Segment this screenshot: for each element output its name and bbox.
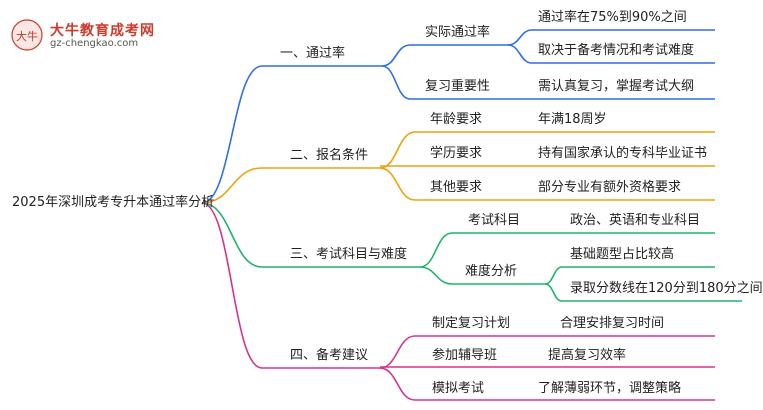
connector-root-branch-1 (201, 65, 263, 204)
branch-1-child-1-label: 实际通过率 (425, 25, 491, 40)
branch-3-child-1-leaf-1: 政治、英语和专业科目 (570, 213, 701, 228)
logo-mark-icon: 大牛 (11, 19, 43, 51)
branch-1-child-2-leaf-1: 需认真复习，掌握考试大纲 (538, 79, 695, 94)
branch-4-child-3-leaf-1: 了解薄弱环节，调整策略 (538, 381, 682, 396)
branch-2-child-3-leaf-1: 部分专业有额外资格要求 (538, 180, 682, 195)
connector-branch-2-child-3 (379, 167, 416, 201)
branch-3-child-2-leaf-2: 录取分数线在120分到180分之间 (570, 281, 763, 296)
branch-2-child-2-label: 学历要求 (430, 146, 483, 161)
connector-branch-1-child-2 (381, 65, 411, 100)
branch-2-child-3-label: 其他要求 (430, 180, 483, 195)
branch-1-child-2-label: 复习重要性 (425, 79, 491, 94)
branch-1-child-1-leaf-1: 通过率在75%到90%之间 (538, 10, 687, 25)
connector-branch-1-child-1-leaf-2 (507, 44, 533, 64)
branch-1-child-1-leaf-2: 取决于备考情况和考试难度 (538, 43, 695, 58)
branch-4-child-2-label: 参加辅导班 (432, 348, 498, 363)
connector-root-branch-4 (201, 202, 263, 369)
connector-branch-4-child-3 (379, 367, 416, 401)
branch-4-label: 四、备考建议 (290, 348, 369, 363)
branch-1-label: 一、通过率 (280, 46, 346, 61)
branch-2-label: 二、报名条件 (290, 148, 369, 163)
branch-4-child-1-label: 制定复习计划 (432, 316, 511, 331)
branch-4-child-3-label: 模拟考试 (432, 381, 485, 396)
logo-mark-text: 大牛 (16, 29, 38, 43)
connector-branch-3-child-1 (419, 232, 453, 268)
connector-branch-3-child-2-leaf-1 (544, 266, 563, 285)
connector-root-branch-2 (201, 167, 263, 204)
connector-branch-3-child-2-leaf-2 (544, 283, 563, 302)
branch-4-child-2-leaf-1: 提高复习效率 (548, 348, 627, 363)
connector-branch-3-child-2 (419, 266, 453, 285)
branch-3-child-1-label: 考试科目 (468, 213, 521, 228)
site-logo: 大牛 大牛教育成考网 gz-chengkao.com (10, 18, 180, 52)
connector-branch-1-child-1 (381, 44, 411, 67)
logo-title: 大牛教育成考网 (50, 23, 155, 39)
connector-branch-4-child-1 (379, 335, 416, 369)
connector-branch-2-child-1 (379, 131, 416, 169)
connector-root-branch-3 (201, 202, 263, 268)
branch-4-child-1-leaf-1: 合理安排复习时间 (560, 316, 665, 331)
root-topic: 2025年深圳成考专升本通过率分析 (12, 195, 215, 210)
connector-branch-1-child-1-leaf-1 (507, 29, 533, 46)
branch-3-label: 三、考试科目与难度 (290, 247, 408, 262)
branch-3-child-2-label: 难度分析 (465, 264, 518, 279)
branch-3-child-2-leaf-1: 基础题型占比较高 (570, 247, 675, 262)
branch-2-child-1-leaf-1: 年满18周岁 (538, 112, 607, 127)
logo-url: gz-chengkao.com (50, 38, 139, 49)
branch-2-child-2-leaf-1: 持有国家承认的专科毕业证书 (538, 146, 708, 161)
branch-2-child-1-label: 年龄要求 (430, 112, 483, 127)
